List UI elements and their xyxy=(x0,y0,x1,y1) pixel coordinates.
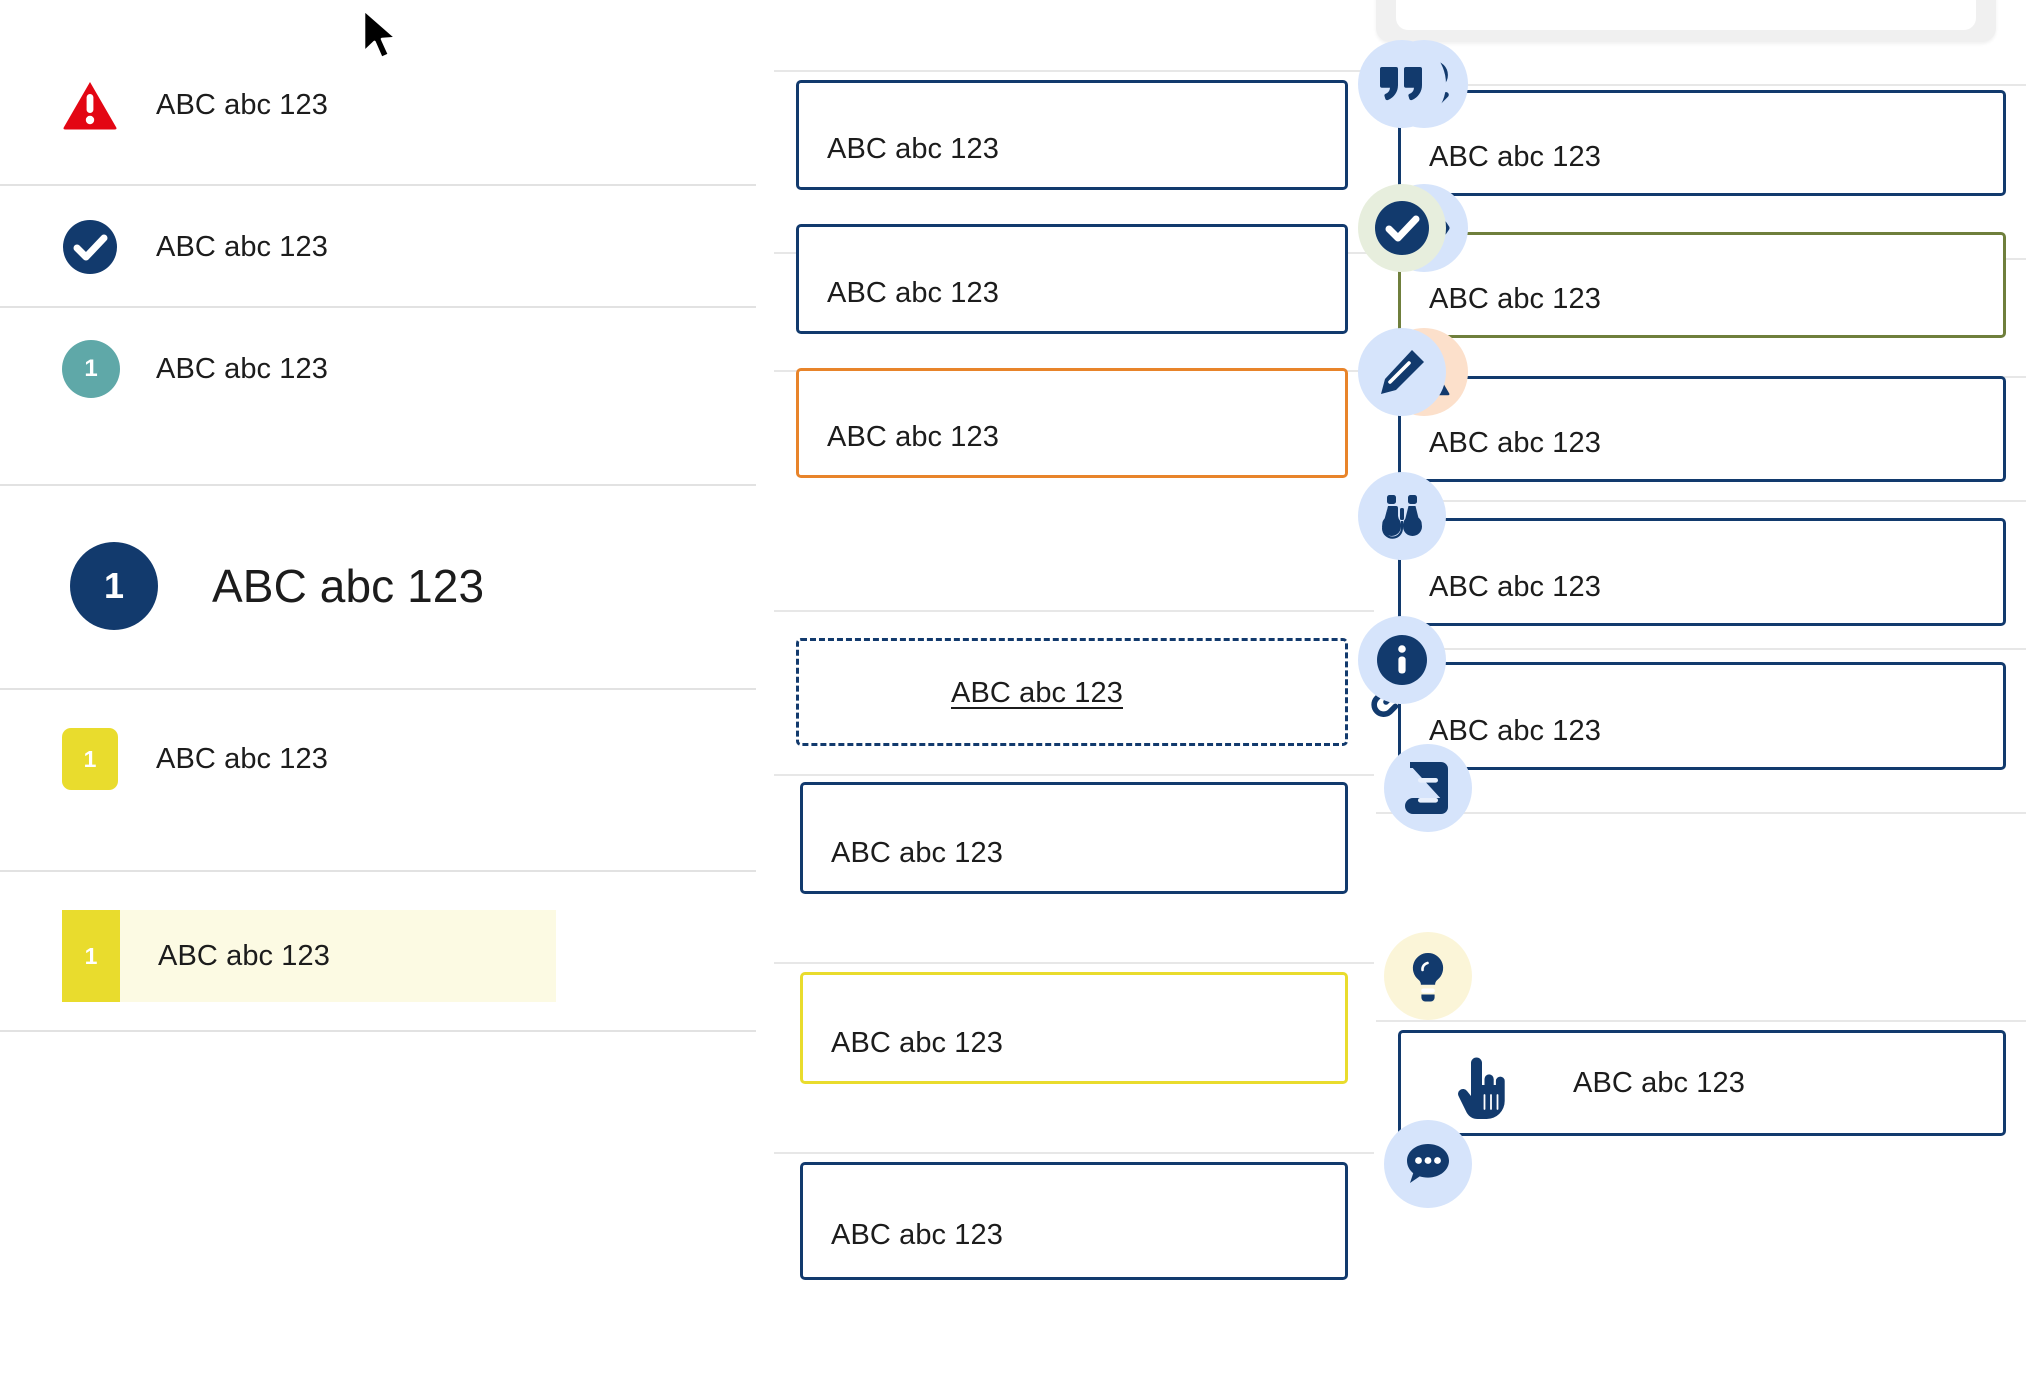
quote-icon xyxy=(1358,40,1446,128)
card-observe[interactable]: ABC abc 123 xyxy=(1398,518,2006,626)
card-action[interactable]: ABC abc 123 xyxy=(1398,1030,2006,1136)
card-label: ABC abc 123 xyxy=(1429,571,1601,603)
divider xyxy=(774,1152,1374,1154)
card-link[interactable]: ABC abc 123 xyxy=(796,638,1348,746)
left-status-list: ABC abc 123 ABC abc 123 1 ABC abc 123 1 … xyxy=(0,0,756,1392)
divider xyxy=(0,306,756,308)
divider xyxy=(774,774,1374,776)
info-circle-icon xyxy=(1358,616,1446,704)
card-book[interactable]: ABC abc 123 xyxy=(800,782,1348,894)
card-warning[interactable]: ABC abc 123 xyxy=(796,368,1348,478)
card-preview[interactable]: ABC abc 123 xyxy=(796,224,1348,334)
card-label: ABC abc 123 xyxy=(1429,141,1601,173)
card-label: ABC abc 123 xyxy=(1429,427,1601,459)
counter-badge-tab: 1 xyxy=(62,910,120,1002)
card-label: ABC abc 123 xyxy=(827,277,999,309)
chat-bubble-icon xyxy=(1384,1120,1472,1208)
counter-badge-value: 1 xyxy=(84,355,98,382)
check-circle-icon xyxy=(1358,184,1446,272)
card-label: ABC abc 123 xyxy=(831,1219,1003,1251)
card-label: ABC abc 123 xyxy=(1573,1067,1745,1099)
divider xyxy=(774,70,1374,72)
card-link-label[interactable]: ABC abc 123 xyxy=(951,677,1123,709)
check-circle-icon xyxy=(62,219,118,275)
pointing-hand-icon xyxy=(1451,1053,1509,1124)
lightbulb-icon xyxy=(1384,932,1472,1020)
divider xyxy=(774,610,1374,612)
card-edit[interactable]: ABC abc 123 xyxy=(1398,376,2006,482)
counter-badge-value: 1 xyxy=(83,745,97,772)
list-item-highlighted[interactable]: 1 ABC abc 123 xyxy=(62,910,556,1002)
divider xyxy=(0,484,756,486)
binoculars-icon xyxy=(1358,472,1446,560)
card-quote[interactable]: ABC abc 123 xyxy=(1398,90,2006,196)
card-label: ABC abc 123 xyxy=(827,421,999,453)
background-panel-inner xyxy=(1396,0,1976,30)
divider xyxy=(0,688,756,690)
divider xyxy=(0,184,756,186)
card-comment[interactable]: ABC abc 123 xyxy=(800,1162,1348,1280)
list-item-label: ABC abc 123 xyxy=(158,939,330,972)
card-label: ABC abc 123 xyxy=(1429,283,1601,315)
list-item-counter-primary[interactable]: 1 ABC abc 123 xyxy=(0,486,756,686)
card-label: ABC abc 123 xyxy=(1429,715,1601,747)
card-confirm[interactable]: ABC abc 123 xyxy=(1398,232,2006,338)
book-icon xyxy=(1384,744,1472,832)
divider xyxy=(1376,84,2026,86)
divider xyxy=(1376,648,2026,650)
divider xyxy=(0,870,756,872)
list-item-label: ABC abc 123 xyxy=(156,352,328,385)
counter-badge-primary: 1 xyxy=(70,542,158,630)
divider xyxy=(0,1030,756,1032)
card-info[interactable]: ABC abc 123 xyxy=(1398,662,2006,770)
list-item-label: ABC abc 123 xyxy=(156,88,328,121)
divider xyxy=(1376,500,2026,502)
card-attachment[interactable]: ABC abc 123 xyxy=(796,80,1348,190)
warning-triangle-icon xyxy=(62,77,118,133)
list-item-success[interactable]: ABC abc 123 xyxy=(0,186,756,308)
list-item-label: ABC abc 123 xyxy=(156,230,328,263)
card-tip[interactable]: ABC abc 123 xyxy=(800,972,1348,1084)
counter-badge-value: 1 xyxy=(103,565,125,606)
list-item-label: ABC abc 123 xyxy=(156,742,328,775)
list-item-counter-teal[interactable]: 1 ABC abc 123 xyxy=(0,308,756,430)
card-label: ABC abc 123 xyxy=(831,1027,1003,1059)
counter-badge-teal: 1 xyxy=(62,340,120,398)
pencil-icon xyxy=(1358,328,1446,416)
list-item-error[interactable]: ABC abc 123 xyxy=(0,40,756,170)
divider xyxy=(1376,812,2026,814)
divider xyxy=(1376,1020,2026,1022)
card-label: ABC abc 123 xyxy=(831,837,1003,869)
divider xyxy=(774,962,1374,964)
list-item-label: ABC abc 123 xyxy=(212,560,485,612)
list-item-counter-yellow[interactable]: 1 ABC abc 123 xyxy=(0,690,756,828)
card-label: ABC abc 123 xyxy=(827,133,999,165)
counter-badge-yellow: 1 xyxy=(62,728,118,790)
counter-badge-value: 1 xyxy=(84,942,98,969)
